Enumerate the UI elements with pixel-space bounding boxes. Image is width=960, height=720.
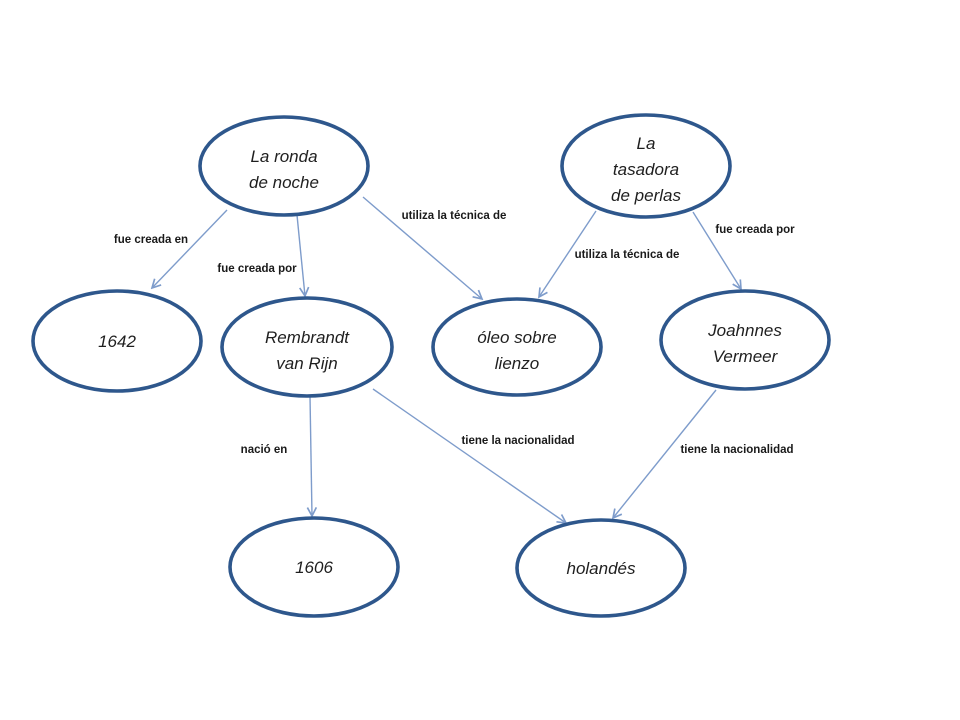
node-label-line: holandés [566,559,636,578]
node-label-line: de perlas [611,186,681,205]
edge-group-utiliza-tecnica-left: utiliza la técnica de [362,196,507,299]
node-1642: 1642 [31,289,203,393]
node-label-line: lienzo [495,354,539,373]
edge-label: tiene la nacionalidad [680,444,793,456]
node-label-line: 1606 [295,558,333,577]
node-label-line: tasadora [613,160,679,179]
edge-group-nacio-en: nació en [241,395,312,516]
node-rembrandt-van-rijn: Rembrandt van Rijn [220,296,394,398]
node-label-line: Vermeer [713,347,779,366]
edge-group-nacionalidad-left: tiene la nacionalidad [372,388,575,523]
edge-arrow-ronda-1642 [152,209,228,288]
node-label-line: Rembrandt [265,328,350,347]
node-la-tasadora-de-perlas: La tasadora de perlas [560,113,732,219]
edge-label: fue creada en [114,234,188,246]
node-label-line: van Rijn [276,354,337,373]
node-ellipse [220,296,394,398]
node-label-line: de noche [249,173,319,192]
edge-arrow-tasadora-oleo [539,210,597,297]
node-label-line: Joahnnes [707,321,782,340]
node-ellipse [228,516,400,618]
edge-arrow-ronda-rembrandt [296,214,305,296]
node-label-line: óleo sobre [477,328,556,347]
node-ellipse [515,518,687,618]
node-holandes: holandés [515,518,687,618]
node-label-line: La ronda [250,147,317,166]
node-ellipse [198,115,370,217]
node-ellipse [659,289,831,391]
edge-label: tiene la nacionalidad [461,435,574,447]
node-la-ronda-de-noche: La ronda de noche [198,115,370,217]
node-ellipse [31,289,203,393]
edge-arrow-tasadora-vermeer [692,211,741,289]
node-label-line: 1642 [98,332,136,351]
edge-arrow-ronda-oleo [362,196,482,299]
edge-group-nacionalidad-right: tiene la nacionalidad [613,389,794,518]
node-ellipse [560,113,732,219]
edge-arrow-rembrandt-holandes [372,388,566,523]
node-1606: 1606 [228,516,400,618]
edge-arrow-rembrandt-1606 [310,395,312,516]
edge-group-fue-creada-por-right: fue creada por [692,211,795,289]
edge-label: utiliza la técnica de [575,249,680,261]
edge-label: utiliza la técnica de [402,210,507,222]
edge-arrow-vermeer-holandes [613,389,717,518]
edge-group-utiliza-tecnica-right: utiliza la técnica de [539,210,680,297]
node-label-line: La [637,134,656,153]
edge-label: fue creada por [217,263,297,275]
edge-label: fue creada por [715,224,795,236]
node-oleo-sobre-lienzo: óleo sobre lienzo [431,297,603,397]
edge-group-fue-creada-por-left: fue creada por [217,214,305,296]
node-joahnnes-vermeer: Joahnnes Vermeer [659,289,831,391]
edge-group-fue-creada-en: fue creada en [114,209,228,288]
edge-label: nació en [241,444,288,456]
node-ellipse [431,297,603,397]
